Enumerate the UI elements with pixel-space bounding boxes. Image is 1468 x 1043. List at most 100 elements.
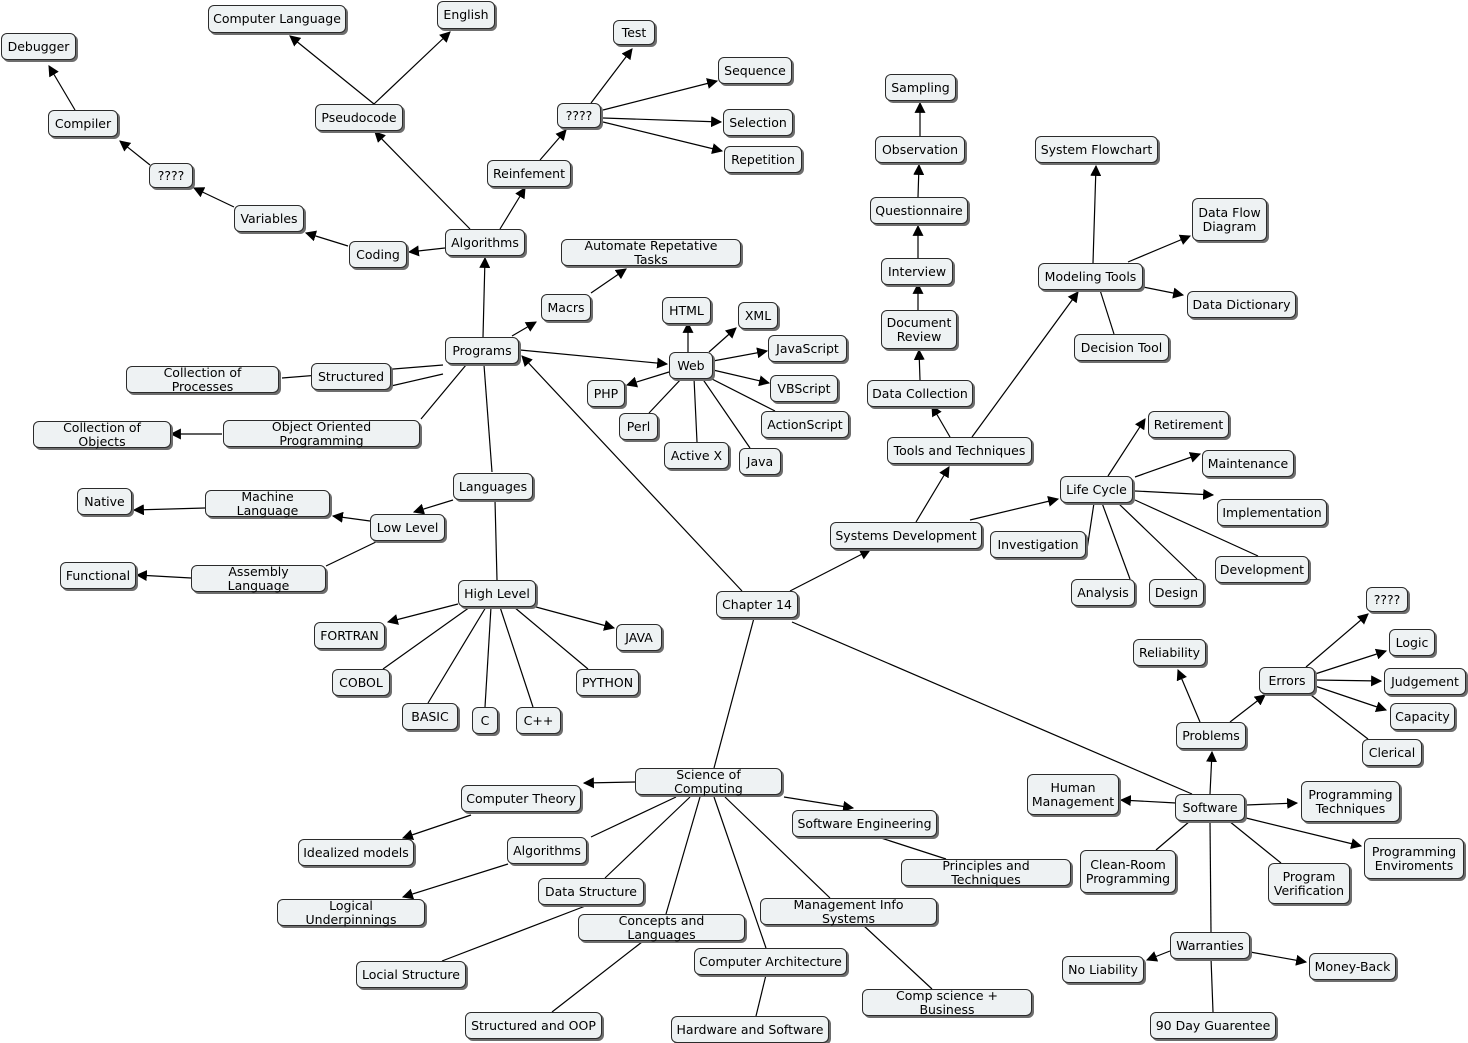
node-software-engineering[interactable]: Software Engineering <box>792 810 937 837</box>
node-data-flow-diagram[interactable]: Data Flow Diagram <box>1192 198 1267 241</box>
node-low-level[interactable]: Low Level <box>370 514 445 541</box>
node-perl[interactable]: Perl <box>619 413 658 440</box>
node-design[interactable]: Design <box>1149 579 1204 606</box>
node-actionscript[interactable]: ActionScript <box>761 411 849 438</box>
node-comp-science-business[interactable]: Comp science + Business <box>862 988 1032 1016</box>
node-judgement[interactable]: Judgement <box>1384 668 1466 695</box>
node-fortran[interactable]: FORTRAN <box>314 622 385 649</box>
node-unknown2[interactable]: ???? <box>557 103 601 128</box>
node-programming-techniques[interactable]: Programming Techniques <box>1301 781 1400 822</box>
node-php[interactable]: PHP <box>587 380 625 407</box>
node-machine-language[interactable]: Machine Language <box>205 489 330 517</box>
node-mis[interactable]: Management Info Systems <box>760 897 937 925</box>
node-selection[interactable]: Selection <box>723 109 793 136</box>
node-implementation[interactable]: Implementation <box>1217 499 1327 526</box>
node-clerical[interactable]: Clerical <box>1362 739 1422 766</box>
node-programs[interactable]: Programs <box>445 337 519 364</box>
node-tools-techniques[interactable]: Tools and Techniques <box>887 437 1032 464</box>
node-errors[interactable]: Errors <box>1259 667 1315 694</box>
node-java-web[interactable]: Java <box>739 448 781 475</box>
node-retirement[interactable]: Retirement <box>1148 411 1229 438</box>
node-java-hl[interactable]: JAVA <box>616 624 662 651</box>
node-unknown3[interactable]: ???? <box>1366 587 1408 612</box>
node-basic[interactable]: BASIC <box>402 703 458 730</box>
node-coding[interactable]: Coding <box>349 241 407 268</box>
node-questionnaire[interactable]: Questionnaire <box>870 197 968 224</box>
node-idealized-models[interactable]: Idealized models <box>298 839 414 866</box>
node-guarantee-90[interactable]: 90 Day Guarentee <box>1150 1012 1276 1039</box>
node-pseudocode[interactable]: Pseudocode <box>315 104 403 131</box>
node-locial-structure[interactable]: Locial Structure <box>356 961 466 988</box>
node-xml[interactable]: XML <box>738 302 778 329</box>
node-native[interactable]: Native <box>77 488 132 515</box>
node-automate[interactable]: Automate Repetative Tasks <box>561 238 741 266</box>
node-html[interactable]: HTML <box>662 297 711 324</box>
node-programming-enviroments[interactable]: Programming Enviroments <box>1364 838 1464 879</box>
node-observation[interactable]: Observation <box>875 136 965 163</box>
node-activex[interactable]: Active X <box>664 442 729 469</box>
node-vbscript[interactable]: VBScript <box>770 375 838 402</box>
node-problems[interactable]: Problems <box>1176 722 1246 749</box>
node-collection-objects[interactable]: Collection of Objects <box>33 420 171 448</box>
node-repetition[interactable]: Repetition <box>724 146 802 173</box>
node-algorithms2[interactable]: Algorithms <box>507 837 587 864</box>
node-unknown1[interactable]: ???? <box>149 163 193 188</box>
node-program-verification[interactable]: Program Verification <box>1268 863 1350 904</box>
node-human-management[interactable]: Human Management <box>1027 774 1119 815</box>
node-maintenance[interactable]: Maintenance <box>1202 450 1294 477</box>
node-reinfement[interactable]: Reinfement <box>487 160 571 187</box>
node-assembly-language[interactable]: Assembly Language <box>191 564 326 592</box>
node-computer-architecture[interactable]: Computer Architecture <box>694 948 847 975</box>
node-test[interactable]: Test <box>613 20 655 45</box>
node-c[interactable]: C <box>472 707 498 734</box>
node-software[interactable]: Software <box>1175 794 1245 821</box>
node-chapter14[interactable]: Chapter 14 <box>716 591 798 618</box>
node-cpp[interactable]: C++ <box>516 707 561 734</box>
node-python[interactable]: PYTHON <box>576 669 639 696</box>
node-principles-techniques[interactable]: Principles and Techniques <box>901 858 1071 886</box>
node-hardware-software[interactable]: Hardware and Software <box>671 1016 829 1043</box>
node-debugger[interactable]: Debugger <box>1 33 76 60</box>
node-high-level[interactable]: High Level <box>458 580 536 607</box>
node-reliability[interactable]: Reliability <box>1133 639 1206 666</box>
node-sequence[interactable]: Sequence <box>718 57 792 84</box>
node-money-back[interactable]: Money-Back <box>1309 953 1396 980</box>
node-languages[interactable]: Languages <box>453 473 533 500</box>
node-english[interactable]: English <box>437 1 495 29</box>
node-capacity[interactable]: Capacity <box>1390 703 1455 730</box>
node-javascript[interactable]: JavaScript <box>768 335 847 362</box>
node-modeling-tools[interactable]: Modeling Tools <box>1038 263 1143 290</box>
node-functional[interactable]: Functional <box>60 562 136 589</box>
node-sampling[interactable]: Sampling <box>885 74 956 101</box>
node-decision-tool[interactable]: Decision Tool <box>1074 334 1169 361</box>
node-collection-processes[interactable]: Collection of Processes <box>126 365 279 393</box>
node-document-review[interactable]: Document Review <box>881 310 957 349</box>
node-computer-theory[interactable]: Computer Theory <box>461 785 581 812</box>
node-cobol[interactable]: COBOL <box>332 669 390 696</box>
node-oop[interactable]: Object Oriented Programming <box>223 419 420 447</box>
node-compiler[interactable]: Compiler <box>48 110 118 137</box>
node-data-dictionary[interactable]: Data Dictionary <box>1187 291 1296 318</box>
node-development[interactable]: Development <box>1215 556 1309 583</box>
node-no-liability[interactable]: No Liability <box>1062 956 1144 983</box>
node-data-structure[interactable]: Data Structure <box>538 878 644 905</box>
node-clean-room[interactable]: Clean-Room Programming <box>1080 850 1176 893</box>
node-science-computing[interactable]: Science of Computing <box>635 767 782 795</box>
node-warranties[interactable]: Warranties <box>1170 932 1250 959</box>
node-variables[interactable]: Variables <box>234 205 304 232</box>
node-computer-language[interactable]: Computer Language <box>208 5 346 33</box>
node-web[interactable]: Web <box>669 352 713 379</box>
node-data-collection[interactable]: Data Collection <box>867 380 973 407</box>
node-structured[interactable]: Structured <box>311 363 391 390</box>
node-macrs[interactable]: Macrs <box>541 294 591 321</box>
node-system-flowchart[interactable]: System Flowchart <box>1035 136 1158 163</box>
node-logical-underpinnings[interactable]: Logical Underpinnings <box>277 898 425 926</box>
node-life-cycle[interactable]: Life Cycle <box>1060 476 1133 503</box>
node-analysis[interactable]: Analysis <box>1071 579 1135 606</box>
node-structured-oop[interactable]: Structured and OOP <box>465 1012 602 1039</box>
node-interview[interactable]: Interview <box>881 258 953 285</box>
node-systems-development[interactable]: Systems Development <box>830 522 982 549</box>
node-investigation[interactable]: Investigation <box>990 531 1086 558</box>
node-concepts-languages[interactable]: Concepts and Languages <box>578 913 745 941</box>
node-algorithms[interactable]: Algorithms <box>445 229 525 256</box>
